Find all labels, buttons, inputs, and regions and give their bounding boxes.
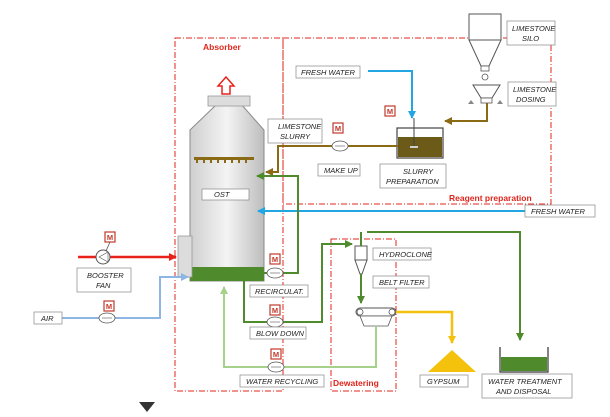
absorber-section-border [174,37,284,392]
svg-text:BELT FILTER: BELT FILTER [379,278,425,287]
dewatering-section-title: Dewatering [333,378,379,388]
water-recycling-pump-motor-icon [270,348,282,360]
label-limestone-slurry: LIMESTONE SLURRY [267,118,323,144]
svg-text:RECIRCULAT.: RECIRCULAT. [255,287,304,296]
bottom-marker-icon [139,402,155,412]
fresh-water-top-line [368,70,416,119]
svg-text:FRESH WATER: FRESH WATER [531,207,585,216]
label-fresh-water-top: FRESH WATER [295,65,361,79]
water-recycling-pump [267,361,285,373]
belt-filter [355,307,397,327]
label-water-recycling: WATER RECYCLING [239,374,325,388]
label-belt-filter: BELT FILTER [372,275,430,289]
reagent-section-title: Reagent preparation [449,193,532,203]
bleed-line [243,240,353,323]
limestone-silo [468,13,502,81]
air-blower-motor-icon [103,300,115,312]
make-up-pump [331,140,349,152]
recirculation-pump-motor-icon [269,253,281,265]
label-water-treatment: WATER TREATMENT AND DISPOSAL [481,373,573,399]
make-up-pump-motor-icon [332,122,344,134]
svg-text:LIMESTONE: LIMESTONE [278,122,322,131]
svg-text:DOSING: DOSING [516,95,546,104]
label-limestone-dosing: LIMESTONE DOSING [507,81,557,107]
dewatering-section-border [330,238,397,392]
hydroclone [354,245,368,275]
label-limestone-silo: LIMESTONE SILO [506,20,556,46]
water-recycling-line [220,286,377,368]
svg-text:SLURRY: SLURRY [403,167,434,176]
spray-header [194,157,254,163]
slurry-mixer-motor-icon [384,105,396,117]
limestone-dosing-line [444,103,488,125]
recirculation-pump [266,267,284,279]
booster-fan-motor-icon [104,231,116,243]
svg-text:WATER TREATMENT: WATER TREATMENT [488,377,563,386]
label-blow-down: BLOW DOWN [249,326,307,340]
blow-down-pump [266,316,284,328]
svg-text:LIMESTONE: LIMESTONE [512,24,556,33]
motor-label: M [0,0,1,1]
ost-label: OST [214,190,231,199]
svg-text:BLOW DOWN: BLOW DOWN [256,329,304,338]
label-make-up: MAKE UP [317,163,361,177]
svg-text:FAN: FAN [96,281,111,290]
slurry-preparation-tank [396,118,444,159]
booster-fan [95,249,111,265]
stack-outlet-arrow-icon [216,75,236,95]
svg-text:WATER RECYCLING: WATER RECYCLING [246,377,318,386]
overflow-to-treatment-line [367,231,524,341]
air-line [60,277,188,319]
gypsum-pile [428,350,476,372]
svg-text:AIR: AIR [40,314,54,323]
svg-text:HYDROCLONE: HYDROCLONE [379,250,433,259]
svg-text:SILO: SILO [522,34,539,43]
air-blower [98,312,116,324]
absorber-tower [177,95,265,282]
svg-text:AND DISPOSAL: AND DISPOSAL [495,387,551,396]
svg-text:LIMESTONE: LIMESTONE [513,85,557,94]
label-gypsum: GYPSUM [419,374,469,388]
blow-down-pump-motor-icon [269,304,281,316]
svg-text:GYPSUM: GYPSUM [427,377,460,386]
svg-text:BOOSTER: BOOSTER [87,271,124,280]
label-air: AIR [33,311,63,325]
svg-text:PREPARATION: PREPARATION [386,177,439,186]
label-fresh-water-right: FRESH WATER [524,204,596,218]
label-hydroclone: HYDROCLONE [372,247,433,261]
svg-text:MAKE UP: MAKE UP [324,166,358,175]
label-slurry-preparation: SLURRY PREPARATION [379,163,447,189]
svg-text:SLURRY: SLURRY [280,132,311,141]
label-recirculat: RECIRCULAT. [249,284,309,298]
limestone-dosing-unit [468,84,503,104]
svg-text:FRESH WATER: FRESH WATER [301,68,355,77]
label-booster-fan: BOOSTER FAN [76,267,132,293]
ost-label-box [201,188,250,201]
absorber-section-title: Absorber [203,42,241,52]
gypsum-line [396,310,456,344]
water-treatment-tank [499,347,549,373]
